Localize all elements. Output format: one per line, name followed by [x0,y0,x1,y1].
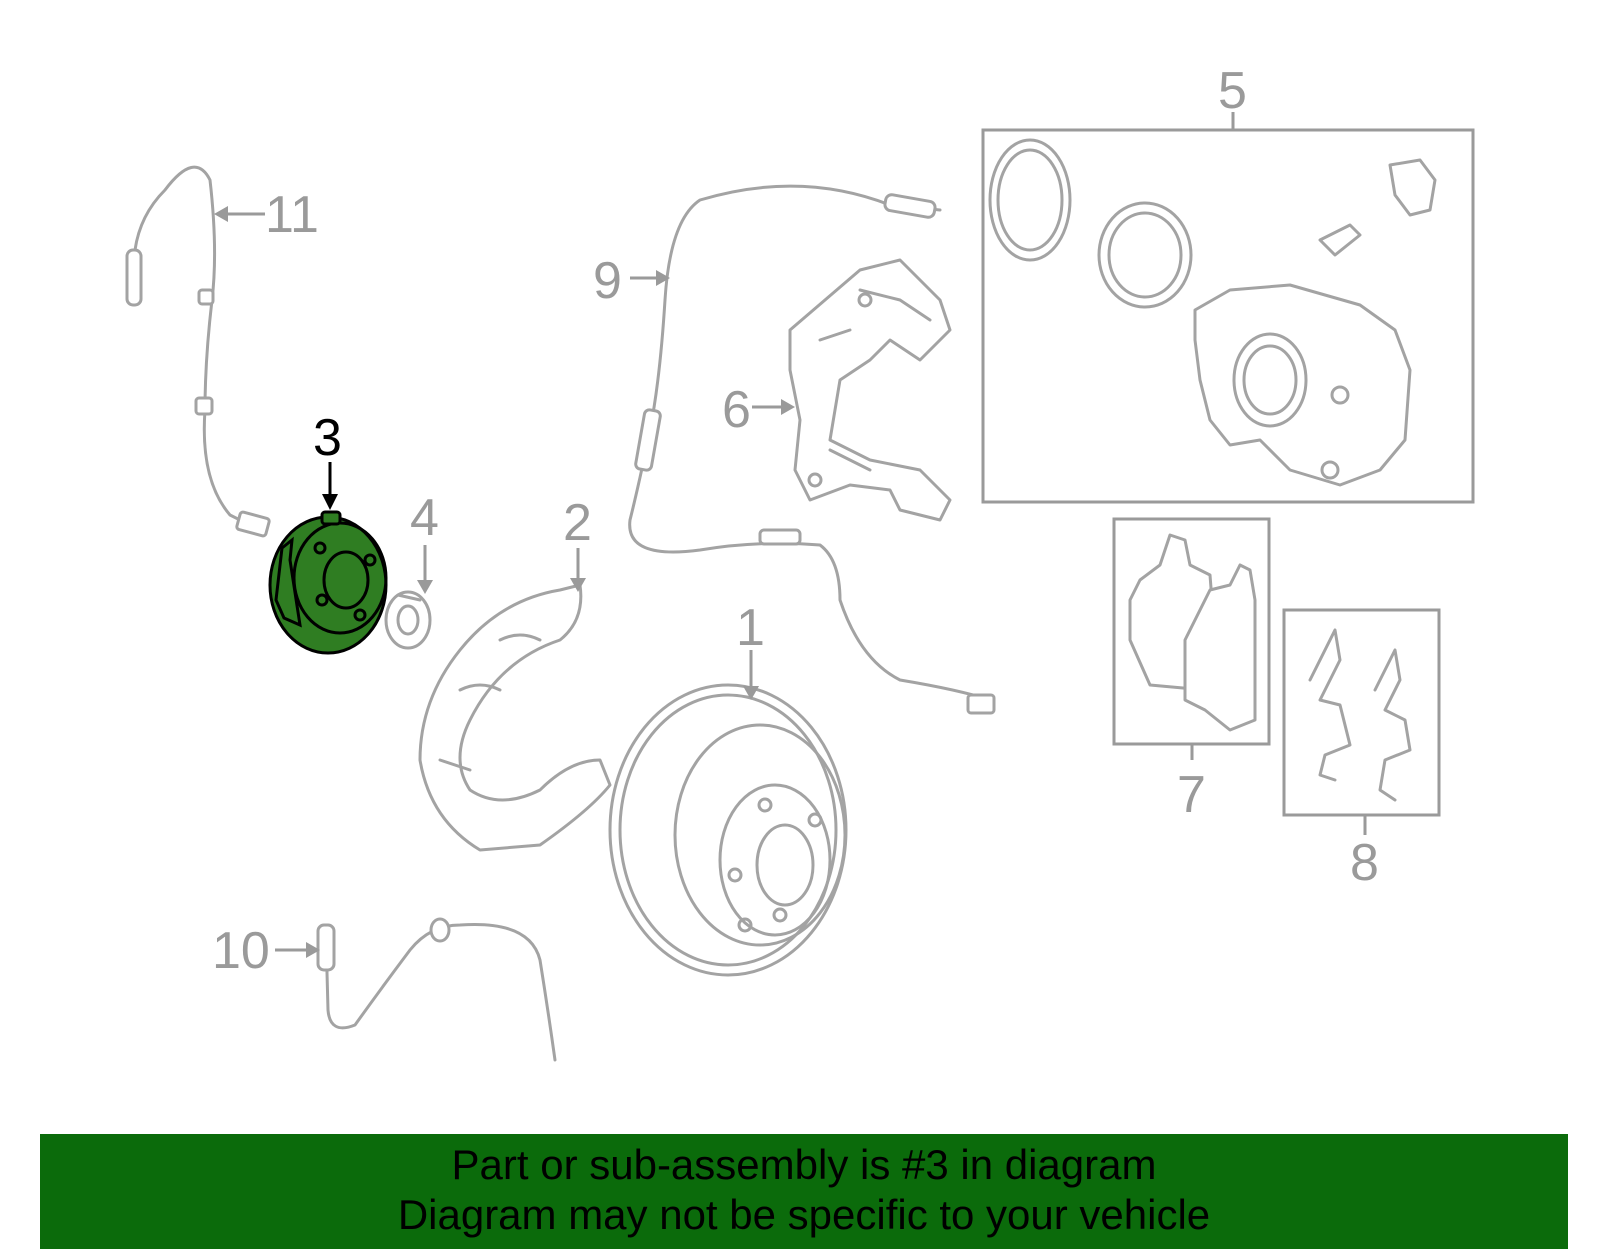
part-10-sensor-wire[interactable] [316,917,557,1062]
label-10: 10 [212,922,320,980]
part-8-pad-clips[interactable] [1282,608,1441,817]
part-11-sensor-wire[interactable] [125,165,271,538]
label-1: 1 [736,599,765,700]
label-7: 7 [1177,744,1206,824]
label-2-text: 2 [563,494,592,552]
label-9: 9 [593,252,670,310]
label-1-text: 1 [736,599,765,657]
label-10-text: 10 [212,922,270,980]
banner-line-1: Part or sub-assembly is #3 in diagram [451,1141,1157,1188]
label-11-text: 11 [265,186,319,244]
part-3-wheel-hub[interactable] [268,510,388,655]
label-6-text: 6 [722,381,751,439]
label-11: 11 [214,186,319,244]
label-2: 2 [563,494,592,592]
part-5-caliper-assembly[interactable] [981,128,1475,504]
part-1-brake-rotor[interactable] [608,683,848,977]
part-9-sensor-wire[interactable] [628,184,996,715]
label-3-text: 3 [313,409,342,467]
label-8: 8 [1350,815,1379,892]
label-5-text: 5 [1218,62,1247,120]
part-2-dust-shield[interactable] [418,583,612,852]
label-4: 4 [410,489,439,594]
label-4-text: 4 [410,489,439,547]
part-6-caliper-bracket[interactable] [788,258,952,522]
label-6: 6 [722,381,795,439]
label-9-text: 9 [593,252,622,310]
label-8-text: 8 [1350,834,1379,892]
banner-line-2: Diagram may not be specific to your vehi… [397,1191,1211,1238]
info-banner: Part or sub-assembly is #3 in diagram Di… [40,1134,1568,1249]
label-7-text: 7 [1177,766,1206,824]
label-5: 5 [1218,62,1247,130]
part-7-brake-pads[interactable] [1112,517,1271,746]
label-3: 3 [313,409,342,510]
part-4-hub-nut[interactable] [384,590,432,650]
